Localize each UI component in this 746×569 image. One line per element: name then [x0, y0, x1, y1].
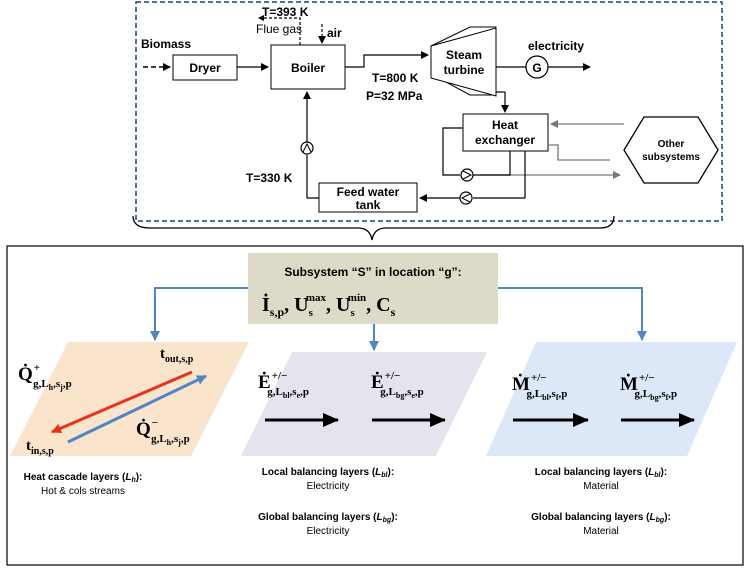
heat-exchanger-label-2: exchanger [475, 133, 535, 147]
subsystem-header-box [248, 253, 498, 324]
heat-q-minus: Q̇−g,Lh,sj,p [136, 417, 190, 447]
electricity-label: electricity [528, 39, 584, 53]
mat-global-symbol: Ṁ+/−g,Lbg,sf,p [620, 372, 677, 402]
heat-exchanger-label-1: Heat [492, 118, 518, 132]
heat-cold-stream-arrow [67, 374, 207, 444]
mat-local-symbol: Ṁ+/−g,Lbl,sf,p [512, 372, 567, 402]
mat-global-caption: Global balancing layers (Lbg): [531, 512, 671, 524]
elec-global-symbol: Ė+/−g,Lbg,se,p [371, 370, 424, 400]
curly-brace [132, 215, 615, 241]
feed-temp-label: T=330 K [246, 171, 293, 185]
other-subsystems-hexagon [623, 116, 719, 184]
hx-supply-grey-line [548, 144, 610, 161]
feed-tank-label-2: tank [356, 198, 381, 212]
connector-right [498, 287, 647, 341]
plant-boundary [135, 1, 723, 222]
dryer-box [172, 54, 238, 81]
other-subsystems-label-2: subsystems [642, 152, 700, 163]
tank-to-boiler-line [306, 155, 319, 199]
flue-gas-line [258, 17, 301, 45]
hx-return-black-line [473, 151, 511, 176]
hx-to-feed-line [473, 151, 526, 199]
air-label: air [327, 26, 342, 40]
mat-local-sub: Material [583, 481, 619, 492]
mat-local-caption: Local balancing layers (Lbl): [535, 467, 667, 479]
boiler-label: Boiler [291, 61, 325, 75]
feed-tank-label-1: Feed water [337, 185, 400, 199]
heat-exchanger-box [462, 113, 549, 152]
electricity-panel [241, 352, 487, 456]
subsystem-formula: İs,p, Usmax, Usmin, Cs [262, 292, 396, 319]
pump-2-symbol [460, 193, 471, 203]
subsystem-title: Subsystem “S” in location “g”: [284, 265, 461, 279]
elec-global-sub: Electricity [307, 526, 350, 537]
steam-temp-label: T=800 K [372, 71, 419, 85]
heat-t-out: tout,s,p [160, 346, 194, 365]
steam-turbine-label-2: turbine [444, 63, 485, 77]
steam-turbine-label-1: Steam [446, 48, 482, 62]
mat-global-sub: Material [583, 526, 619, 537]
steam-pressure-label: P=32 MPa [366, 89, 423, 103]
pump-1-symbol [462, 170, 473, 180]
subsystem-outer-frame [6, 245, 744, 566]
hx-loop-line [442, 127, 463, 176]
flue-gas-label: Flue gas [256, 22, 302, 36]
heat-q-plus: Q̇+g,Lh,sj,p [18, 362, 72, 392]
heat-caption-1: Heat cascade layers (Lh): [24, 472, 143, 484]
elec-local-sub: Electricity [307, 481, 350, 492]
elec-local-symbol: Ė+/−g,Lbl,se,p [258, 370, 309, 400]
other-subsystems-label-1: Other [658, 139, 685, 150]
dryer-label: Dryer [189, 61, 221, 75]
boiler-to-turbine-line [345, 51, 429, 68]
generator-label: G [532, 61, 541, 75]
pump-3-symbol [302, 142, 312, 153]
steam-turbine-body [430, 27, 497, 97]
flue-temp-label: T=393 K [262, 5, 309, 19]
biomass-label: Biomass [141, 37, 191, 51]
elec-global-caption: Global balancing layers (Lbg): [258, 512, 398, 524]
heat-hot-stream-arrow [51, 370, 193, 434]
heat-t-in: tin,s,p [26, 438, 54, 457]
connector-left [150, 287, 248, 341]
flue-gas-arrowhead [258, 15, 264, 21]
heat-caption-2: Hot & cols streams [41, 486, 125, 497]
material-panel [486, 342, 737, 456]
elec-local-caption: Local balancing layers (Lbl): [262, 467, 394, 479]
